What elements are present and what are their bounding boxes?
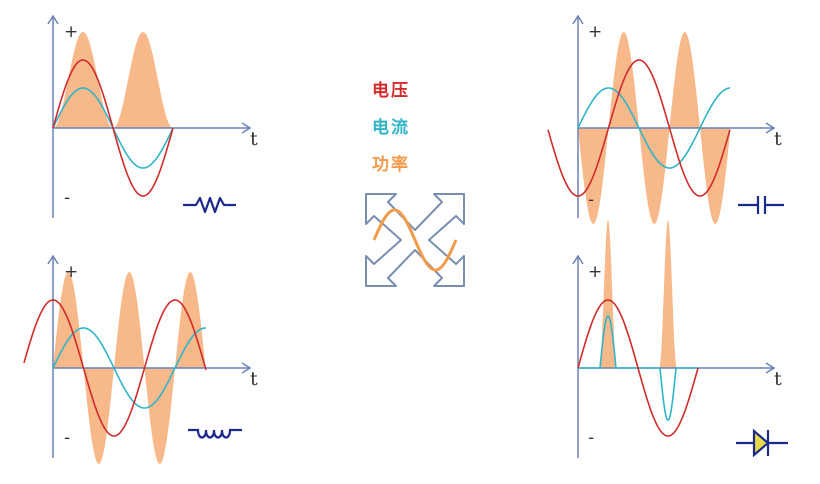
waveform-diode [572, 220, 788, 458]
plus-sign: + [588, 262, 603, 282]
voltage-curve [577, 299, 699, 437]
minus-sign: - [588, 190, 595, 210]
minus-sign: - [64, 188, 71, 208]
power-area [53, 32, 173, 128]
legend-power: 功率 [372, 155, 410, 175]
plus-sign: + [64, 262, 79, 282]
panel-diode: + - t [540, 220, 820, 484]
voltage-curve [23, 299, 207, 437]
time-label: t [774, 128, 782, 150]
x-axis-arrow [241, 122, 252, 134]
waveform-capacitor [547, 14, 784, 224]
waveform-resistor [47, 14, 252, 218]
x-axis-arrow [241, 362, 252, 374]
capacitor-icon [738, 196, 784, 214]
x-axis-arrow [765, 362, 776, 374]
y-axis-arrow [47, 14, 59, 25]
current-curve [52, 327, 206, 409]
y-axis-arrow [572, 254, 584, 265]
plus-sign: + [588, 22, 603, 42]
voltage-curve [547, 59, 731, 197]
legend-voltage: 电压 [372, 81, 410, 101]
power-spike [659, 220, 677, 368]
time-label: t [250, 128, 258, 150]
x-axis-arrow [765, 122, 776, 134]
diode-icon [736, 428, 788, 458]
resistor-icon [183, 196, 236, 214]
waveform-inductor [23, 254, 252, 464]
minus-sign: - [64, 428, 71, 448]
plus-sign: + [64, 22, 79, 42]
y-axis-arrow [572, 14, 584, 25]
minus-sign: - [588, 428, 595, 448]
inductor-icon [188, 428, 242, 439]
time-label: t [774, 368, 782, 390]
panel-capacitor: + - t [540, 0, 820, 240]
voltage-curve [52, 59, 174, 197]
panel-resistor: + - t [0, 0, 300, 240]
legend: 电压 电流 功率 [372, 76, 452, 187]
y-axis-arrow [47, 254, 59, 265]
legend-current: 电流 [372, 118, 410, 138]
panel-inductor: + - t [0, 240, 300, 484]
time-label: t [250, 368, 258, 390]
cross-arrows-sine-icon [365, 193, 465, 287]
current-curve [577, 87, 731, 169]
